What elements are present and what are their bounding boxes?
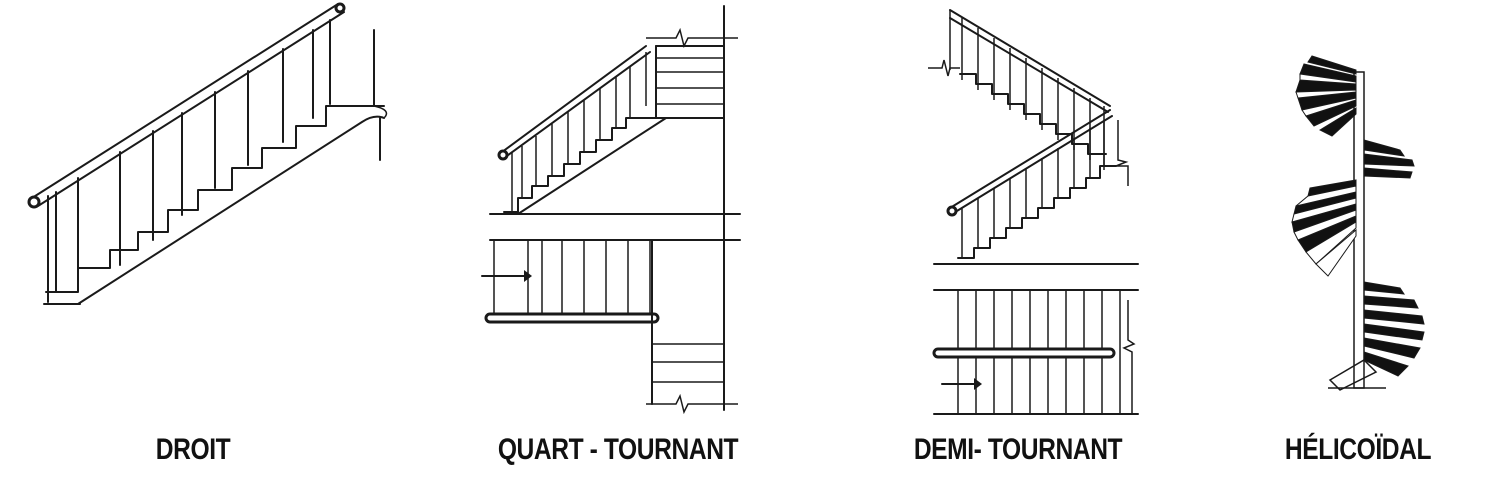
panel-straight: DROIT bbox=[0, 0, 400, 500]
label-quarter-turn: QUART - TOURNANT bbox=[497, 433, 739, 466]
spiral-staircase-icon bbox=[1291, 55, 1425, 391]
label-half-turn: DEMI- TOURNANT bbox=[913, 433, 1123, 466]
half-turn-staircase-icon bbox=[928, 9, 1139, 415]
panel-spiral: HÉLICOÏDAL bbox=[1280, 0, 1450, 500]
panel-quarter-turn: QUART - TOURNANT bbox=[470, 0, 760, 500]
quarter-turn-staircase-icon bbox=[481, 5, 741, 415]
label-spiral: HÉLICOÏDAL bbox=[1284, 433, 1432, 466]
straight-staircase-icon bbox=[27, 2, 388, 305]
panel-half-turn: DEMI- TOURNANT bbox=[914, 0, 1150, 500]
label-straight: DROIT bbox=[155, 433, 231, 466]
